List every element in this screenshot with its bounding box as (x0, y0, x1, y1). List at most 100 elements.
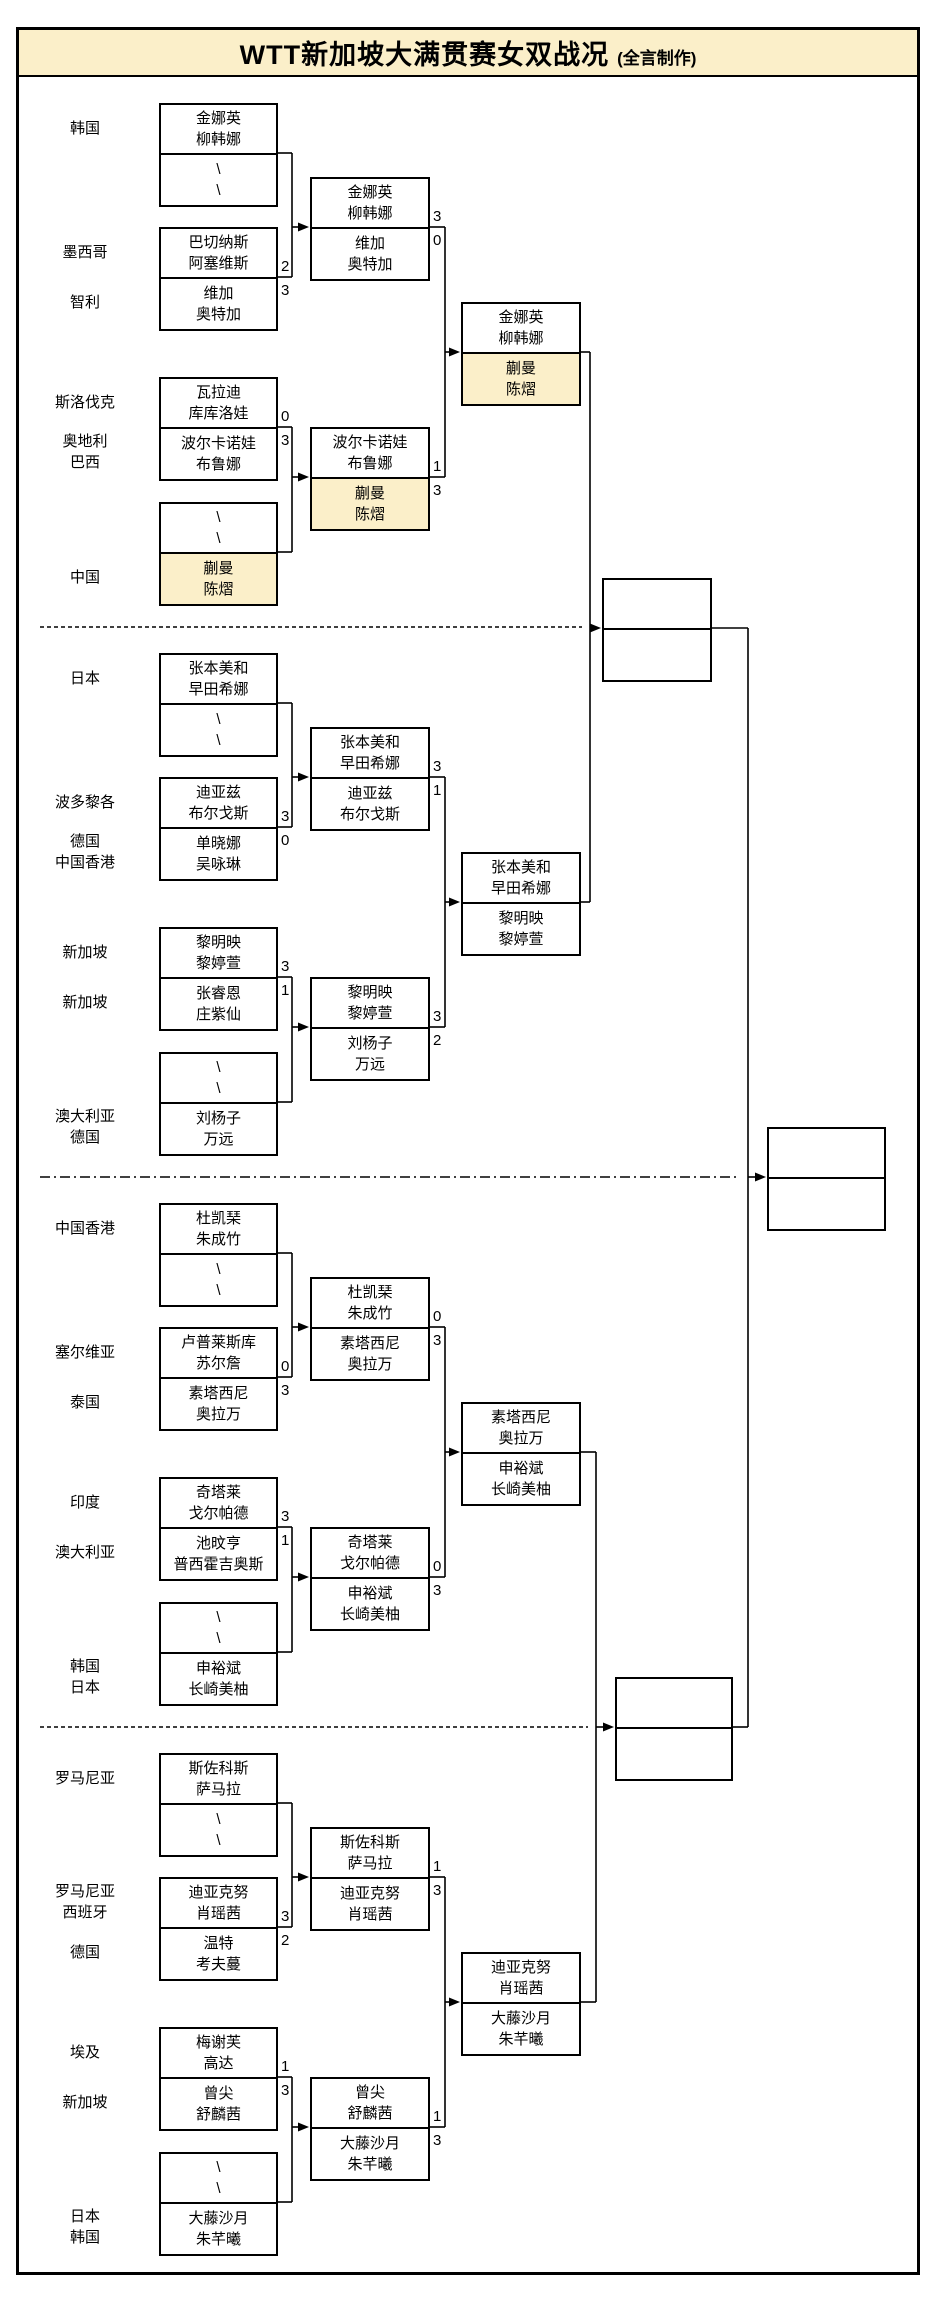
round2-pair-cell: 迪亚克努肖瑶茜 (312, 1879, 428, 1929)
score-label: 3 (433, 1882, 442, 1899)
player-name: 瓦拉迪 (195, 384, 241, 401)
player-name: 申裕斌 (347, 1585, 393, 1602)
round1-match-box: 迪亚克努肖瑶茜温特考夫蔓 (159, 1877, 278, 1981)
semifinal-slot-cell (617, 1729, 731, 1779)
player-name: 布鲁娜 (347, 455, 393, 472)
score-label: 3 (433, 2132, 442, 2149)
quarterfinal-pair-cell: 张本美和早田希娜 (463, 854, 579, 904)
score-label: 3 (281, 2082, 290, 2099)
score-label: 2 (433, 1032, 442, 1049)
player-name: 张本美和 (490, 859, 551, 876)
quarterfinal-match-box: 素塔西尼奥拉万申裕斌长崎美柚 (461, 1402, 581, 1506)
round1-match-box: 杜凯琹朱成竹\\ (159, 1203, 278, 1307)
round1-pair-cell: 瓦拉迪库库洛娃 (161, 379, 276, 429)
arrowhead-icon (298, 772, 309, 782)
semifinal-slot-cell (604, 630, 710, 680)
semifinal-slot-cell (617, 1679, 731, 1729)
round1-match-box: 奇塔莱戈尔帕德池旼亨普西霍吉奥斯 (159, 1477, 278, 1581)
player-name: 蒯曼 (203, 560, 234, 577)
country-label: 智利 (18, 277, 152, 327)
arrowhead-icon (755, 1172, 766, 1182)
round2-match-box: 杜凯琹朱成竹素塔西尼奥拉万 (310, 1277, 430, 1381)
player-name: 温特 (203, 1935, 234, 1952)
round1-match-box: 巴切纳斯阿塞维斯维加奥特加 (159, 227, 278, 331)
country-name: 新加坡 (62, 2093, 108, 2111)
country-name: 德国 (69, 833, 100, 850)
player-name: 万远 (354, 1056, 385, 1073)
bye-mark: \ (216, 530, 221, 547)
round1-match-box: \\申裕斌长崎美柚 (159, 1602, 278, 1706)
country-name: 韩国 (69, 2229, 100, 2246)
player-name: 金娜英 (195, 110, 241, 127)
country-label: 泰国 (18, 1377, 152, 1427)
round1-pair-cell: 单晓娜吴咏琳 (161, 829, 276, 879)
country-label: 韩国 (18, 103, 152, 153)
player-name: 肖瑶茜 (195, 1905, 241, 1922)
country-name: 德国 (69, 1943, 100, 1961)
country-label: 韩国日本 (18, 1652, 152, 1702)
player-name: 陈熠 (203, 581, 234, 598)
player-name: 长崎美柚 (490, 1481, 551, 1498)
player-name: 刘杨子 (347, 1035, 393, 1052)
score-label: 2 (281, 258, 290, 275)
country-name: 中国香港 (54, 1219, 115, 1237)
bye-mark: \ (216, 2180, 221, 2197)
country-label: 斯洛伐克 (18, 377, 152, 427)
round1-pair-cell: 波尔卡诺娃布鲁娜 (161, 429, 276, 479)
player-name: 池旼亨 (195, 1535, 241, 1552)
round1-pair-cell: 曾尖舒麟茜 (161, 2079, 276, 2129)
player-name: 吴咏琳 (195, 856, 241, 873)
player-name: 奇塔莱 (195, 1484, 241, 1501)
player-name: 卢普莱斯库 (180, 1334, 256, 1351)
player-name: 朱芊曦 (498, 2031, 544, 2048)
country-name: 德国 (69, 1129, 100, 1146)
round1-match-box: 黎明映黎婷萱张睿恩庄紫仙 (159, 927, 278, 1031)
page-title: WTT新加坡大满贯赛女双战况 (239, 40, 610, 70)
country-label: 罗马尼亚西班牙 (18, 1877, 152, 1927)
quarterfinal-pair-cell: 申裕斌长崎美柚 (463, 1454, 579, 1504)
round1-match-box: 斯佐科斯萨马拉\\ (159, 1753, 278, 1857)
round1-pair-cell: \\ (161, 1054, 276, 1104)
player-name: 黎明映 (498, 910, 544, 927)
player-name: 舒麟茜 (347, 2105, 393, 2122)
round2-match-box: 金娜英柳韩娜维加奥特加 (310, 177, 430, 281)
player-name: 朱成竹 (195, 1231, 241, 1248)
round1-pair-cell: 杜凯琹朱成竹 (161, 1205, 276, 1255)
arrowhead-icon (298, 472, 309, 482)
arrowhead-icon (298, 1872, 309, 1882)
round1-pair-cell: 池旼亨普西霍吉奥斯 (161, 1529, 276, 1579)
country-name: 墨西哥 (62, 243, 108, 261)
country-name: 新加坡 (62, 943, 108, 961)
round2-pair-cell: 迪亚兹布尔戈斯 (312, 779, 428, 829)
player-name: 张本美和 (339, 734, 400, 751)
arrowhead-icon (449, 347, 460, 357)
score-label: 3 (281, 808, 290, 825)
player-name: 奥特加 (347, 256, 393, 273)
country-name: 澳大利亚 (54, 1108, 115, 1125)
arrowhead-icon (449, 1997, 460, 2007)
country-name: 中国 (69, 568, 100, 586)
round1-match-box: \\蒯曼陈熠 (159, 502, 278, 606)
country-label: 中国 (18, 552, 152, 602)
bye-mark: \ (216, 2159, 221, 2176)
player-name: 黎婷萱 (498, 931, 544, 948)
player-name: 苏尔詹 (195, 1355, 241, 1372)
country-label: 埃及 (18, 2027, 152, 2077)
player-name: 申裕斌 (195, 1660, 241, 1677)
player-name: 素塔西尼 (188, 1385, 249, 1402)
player-name: 奥特加 (195, 306, 241, 323)
country-name: 韩国 (69, 1658, 100, 1675)
country-name: 西班牙 (62, 1904, 108, 1921)
score-label: 3 (433, 208, 442, 225)
player-name: 蒯曼 (505, 360, 536, 377)
player-name: 萨马拉 (195, 1781, 241, 1798)
round2-pair-cell: 大藤沙月朱芊曦 (312, 2129, 428, 2179)
country-label: 墨西哥 (18, 227, 152, 277)
player-name: 朱芊曦 (195, 2231, 241, 2248)
player-name: 波尔卡诺娃 (332, 434, 408, 451)
player-name: 庄紫仙 (195, 1006, 241, 1023)
player-name: 张本美和 (188, 660, 249, 677)
round2-match-box: 波尔卡诺娃布鲁娜蒯曼陈熠 (310, 427, 430, 531)
bye-mark: \ (216, 1261, 221, 1278)
